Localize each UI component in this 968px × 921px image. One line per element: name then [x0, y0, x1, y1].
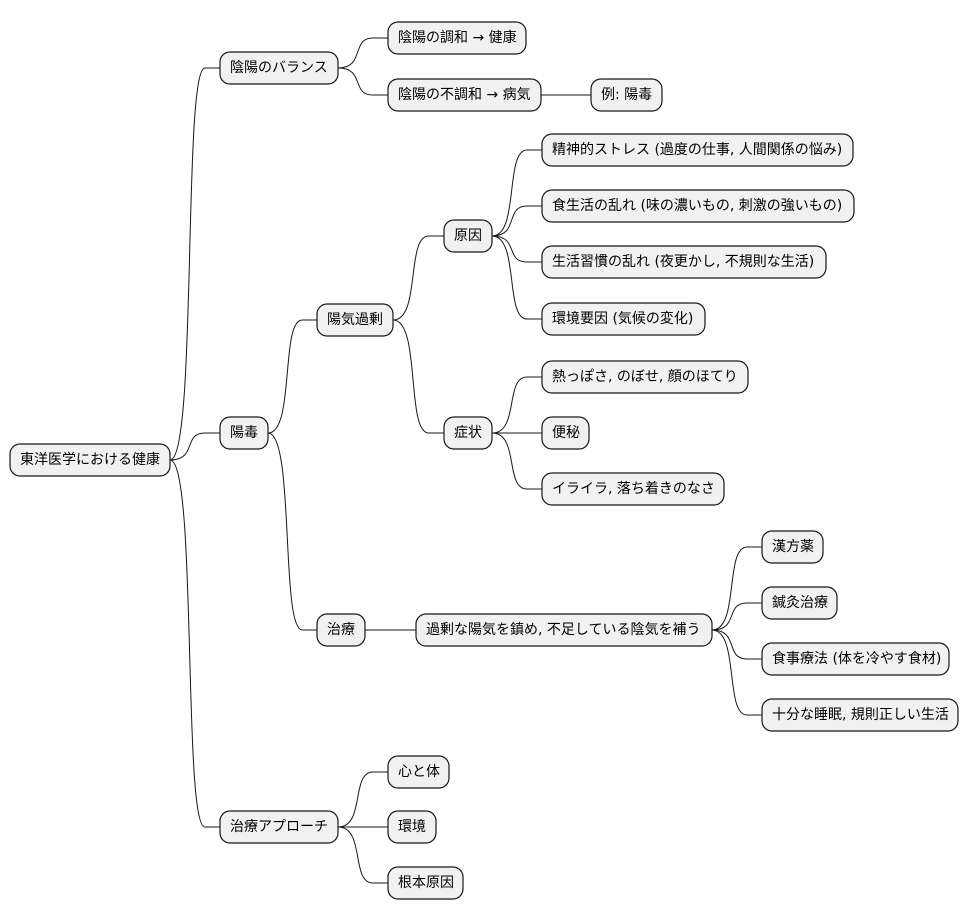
svg-text:十分な睡眠, 規則正しい生活: 十分な睡眠, 規則正しい生活 — [772, 707, 949, 723]
node-yinyang-balance: 陰陽のバランス — [219, 51, 339, 85]
connector-line — [491, 149, 542, 237]
connector-line — [267, 319, 317, 434]
svg-text:陽毒: 陽毒 — [230, 425, 258, 441]
svg-text:食事療法 (体を冷やす食材): 食事療法 (体を冷やす食材) — [772, 650, 941, 667]
connector-line — [337, 67, 388, 96]
node-symptom-fever: 熱っぽさ, のぼせ, 顔のほてり — [541, 360, 749, 394]
connector-lines — [169, 37, 762, 884]
node-yinyang-harmony: 陰陽の調和 → 健康 — [387, 21, 527, 55]
connector-line — [711, 546, 762, 631]
node-treatment-principle: 過剰な陽気を鎮め, 不足している陰気を補う — [415, 613, 713, 647]
node-cause-diet: 食生活の乱れ (味の濃いもの, 刺激の強いもの) — [541, 189, 855, 223]
connector-line — [337, 37, 388, 69]
connector-line — [491, 205, 542, 237]
svg-text:心と体: 心と体 — [398, 764, 440, 780]
node-diet-therapy: 食事療法 (体を冷やす食材) — [761, 642, 950, 676]
node-yangdoku: 陽毒 — [219, 416, 269, 450]
svg-text:環境要因 (気候の変化): 環境要因 (気候の変化) — [552, 310, 693, 327]
connector-line — [491, 376, 542, 434]
node-yang-excess: 陽気過剰 — [316, 303, 394, 337]
svg-text:熱っぽさ, のぼせ, 顔のほてり: 熱っぽさ, のぼせ, 顔のほてり — [552, 369, 738, 385]
node-cause-lifestyle: 生活習慣の乱れ (夜更かし, 不規則な生活) — [541, 245, 827, 279]
node-mind-body: 心と体 — [387, 755, 450, 789]
svg-text:鍼灸治療: 鍼灸治療 — [772, 594, 828, 611]
node-environment: 環境 — [387, 810, 437, 844]
node-symptom-constipation: 便秘 — [541, 416, 590, 450]
connector-line — [337, 826, 388, 884]
node-root-cause: 根本原因 — [387, 866, 464, 900]
connector-line — [392, 235, 444, 321]
node-sleep: 十分な睡眠, 規則正しい生活 — [761, 698, 959, 732]
svg-text:漢方薬: 漢方薬 — [772, 539, 814, 555]
node-cause-stress: 精神的ストレス (過度の仕事, 人間関係の悩み) — [541, 133, 854, 167]
svg-text:環境: 環境 — [398, 819, 426, 835]
svg-text:治療アプローチ: 治療アプローチ — [230, 818, 328, 835]
svg-text:原因: 原因 — [454, 228, 482, 244]
svg-text:イライラ, 落ち着きのなさ: イライラ, 落ち着きのなさ — [552, 481, 715, 497]
svg-text:根本原因: 根本原因 — [398, 875, 454, 891]
connector-line — [169, 459, 220, 828]
svg-text:陰陽のバランス: 陰陽のバランス — [230, 60, 328, 76]
svg-text:便秘: 便秘 — [552, 425, 580, 441]
connector-line — [711, 602, 762, 631]
node-herbal-medicine: 漢方薬 — [761, 530, 824, 564]
connector-line — [491, 432, 542, 490]
svg-text:陰陽の調和 → 健康: 陰陽の調和 → 健康 — [398, 29, 517, 46]
svg-text:生活習慣の乱れ (夜更かし, 不規則な生活): 生活習慣の乱れ (夜更かし, 不規則な生活) — [552, 253, 814, 270]
connector-line — [711, 629, 762, 716]
node-yinyang-disharmony: 陰陽の不調和 → 病気 — [387, 78, 542, 112]
connector-line — [491, 235, 542, 263]
svg-text:精神的ストレス (過度の仕事, 人間関係の悩み): 精神的ストレス (過度の仕事, 人間関係の悩み) — [552, 142, 842, 158]
node-treatment-approach: 治療アプローチ — [219, 810, 339, 844]
node-symptoms: 症状 — [443, 416, 493, 450]
connector-line — [267, 432, 317, 631]
connector-line — [169, 432, 220, 461]
connector-line — [392, 319, 444, 434]
node-symptom-irritation: イライラ, 落ち着きのなさ — [541, 472, 725, 506]
svg-text:過剰な陽気を鎮め, 不足している陰気を補う: 過剰な陽気を鎮め, 不足している陰気を補う — [426, 622, 700, 638]
svg-text:陰陽の不調和 → 病気: 陰陽の不調和 → 病気 — [398, 87, 531, 103]
svg-text:例: 陽毒: 例: 陽毒 — [601, 87, 652, 103]
node-example-yangdoku: 例: 陽毒 — [590, 78, 663, 112]
connector-line — [491, 235, 542, 320]
svg-text:陽気過剰: 陽気過剰 — [327, 312, 383, 328]
svg-text:食生活の乱れ (味の濃いもの, 刺激の強いもの): 食生活の乱れ (味の濃いもの, 刺激の強いもの) — [552, 197, 842, 214]
connector-line — [337, 771, 388, 828]
node-root: 東洋医学における健康 — [9, 443, 171, 477]
node-causes: 原因 — [443, 219, 493, 253]
node-acupuncture: 鍼灸治療 — [761, 586, 838, 620]
node-cause-environment: 環境要因 (気候の変化) — [541, 302, 706, 336]
connector-line — [169, 67, 220, 461]
connector-line — [711, 629, 762, 660]
svg-text:東洋医学における健康: 東洋医学における健康 — [20, 451, 160, 468]
svg-text:症状: 症状 — [454, 425, 482, 441]
node-treatment: 治療 — [316, 613, 366, 647]
svg-text:治療: 治療 — [327, 621, 355, 638]
